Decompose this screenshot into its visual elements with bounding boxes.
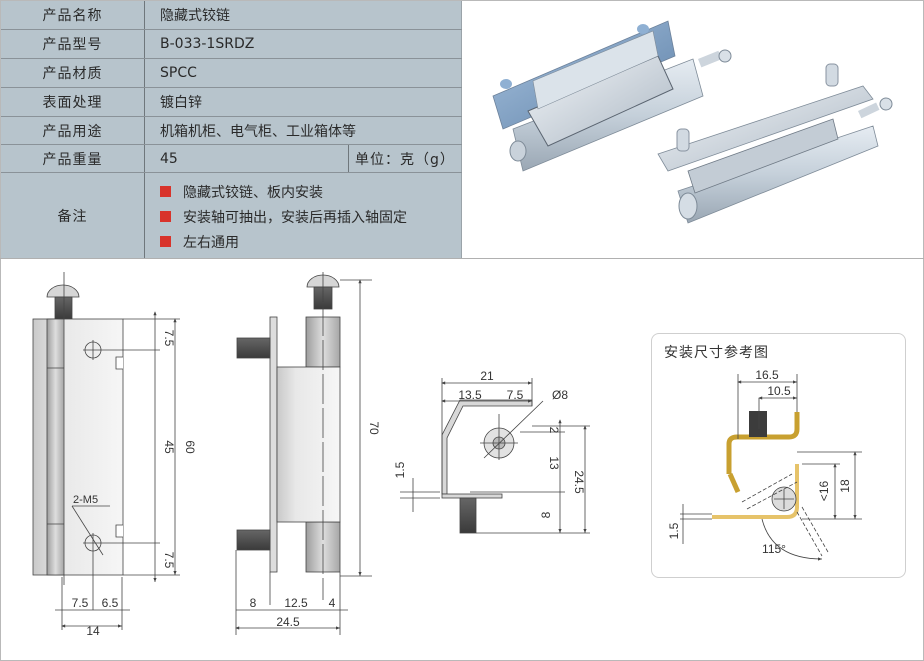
install-reference-diagram: 16.5 10.5 <16 18 1.5 115° <box>667 368 862 561</box>
dim-label: 13.5 <box>458 388 482 402</box>
dim-label: 1.5 <box>393 461 407 478</box>
dim-label: 12.5 <box>284 596 308 610</box>
side-view <box>235 272 372 635</box>
spec-row-usage: 产品用途 机箱机柜、电气柜、工业箱体等 <box>1 117 462 145</box>
spec-label: 产品重量 <box>1 145 145 172</box>
dim-label: 8 <box>539 511 553 518</box>
spec-row-finish: 表面处理 镀白锌 <box>1 88 462 117</box>
dim-label: <16 <box>817 480 831 501</box>
hinge-open <box>657 63 893 224</box>
spec-row-material: 产品材质 SPCC <box>1 59 462 88</box>
note-text: 安装轴可抽出，安装后再插入轴固定 <box>183 209 407 226</box>
spec-value: 机箱机柜、电气柜、工业箱体等 <box>160 123 356 140</box>
bullet-square-icon <box>160 186 171 197</box>
product-photo <box>463 1 923 259</box>
spec-value: 镀白锌 <box>160 95 202 111</box>
dim-label: 21 <box>480 369 494 383</box>
notes-list: 隐藏式铰链、板内安装 安装轴可抽出，安装后再插入轴固定 左右通用 <box>160 179 407 254</box>
dim-label: 1.5 <box>667 522 681 539</box>
spec-label: 表面处理 <box>1 88 145 116</box>
dim-label: 2-M5 <box>73 494 98 506</box>
dim-label: 60 <box>183 440 197 454</box>
dim-label: 6.5 <box>102 596 119 610</box>
spec-row-model: 产品型号 B-033-1SRDZ <box>1 30 462 59</box>
note-text: 隐藏式铰链、板内安装 <box>183 184 323 201</box>
spec-value: 45 <box>160 150 178 167</box>
spec-value: 隐藏式铰链 <box>160 8 230 24</box>
note-text: 左右通用 <box>183 234 239 251</box>
dim-label: 45 <box>162 440 176 454</box>
top-view-labels: 21 13.5 7.5 Ø8 2 13 24.5 1.5 8 <box>393 369 586 518</box>
spec-label: 产品名称 <box>1 1 145 29</box>
dim-label: 14 <box>86 624 100 638</box>
dim-label: 4 <box>329 596 336 610</box>
hinge-photo-illustration <box>492 20 893 224</box>
dim-label: 7.5 <box>162 330 176 347</box>
spec-label: 产品材质 <box>1 59 145 87</box>
dim-label: Ø8 <box>552 388 568 402</box>
spec-row-weight: 产品重量 45 单位：克（g） <box>1 145 462 173</box>
spec-unit: 单位：克（g） <box>348 145 462 172</box>
dim-label: 7.5 <box>162 552 176 569</box>
dim-label: 24.5 <box>572 470 586 494</box>
dim-label: 18 <box>838 479 852 493</box>
drawing-canvas: 7.5 45 7.5 60 2-M5 7.5 6.5 14 <box>32 272 590 638</box>
side-view-labels: 70 8 12.5 4 24.5 <box>250 421 381 629</box>
spec-label: 备注 <box>1 173 145 259</box>
top-view <box>400 378 590 534</box>
dim-label: 7.5 <box>72 596 89 610</box>
technical-drawings: 7.5 45 7.5 60 2-M5 7.5 6.5 14 <box>0 260 924 660</box>
install-reference-title: 安装尺寸参考图 <box>664 345 769 361</box>
note-item: 隐藏式铰链、板内安装 <box>160 179 407 204</box>
dim-label: 115° <box>762 542 786 556</box>
dim-label: 8 <box>250 596 257 610</box>
spec-label: 产品用途 <box>1 117 145 144</box>
spec-table: 产品名称 隐藏式铰链 产品型号 B-033-1SRDZ 产品材质 SPCC 表面… <box>1 1 462 259</box>
spec-row-notes: 备注 隐藏式铰链、板内安装 安装轴可抽出，安装后再插入轴固定 左右通用 <box>1 173 462 259</box>
note-item: 左右通用 <box>160 229 407 254</box>
front-view <box>32 272 180 630</box>
dim-label: 13 <box>547 456 561 470</box>
spec-value: SPCC <box>160 65 197 81</box>
dim-label: 16.5 <box>755 368 779 382</box>
bullet-square-icon <box>160 211 171 222</box>
spec-value: B-033-1SRDZ <box>160 36 255 52</box>
hinge-closed <box>492 20 732 172</box>
front-view-labels: 7.5 45 7.5 60 2-M5 7.5 6.5 14 <box>72 330 197 638</box>
note-item: 安装轴可抽出，安装后再插入轴固定 <box>160 204 407 229</box>
dim-label: 24.5 <box>276 615 300 629</box>
section-divider <box>0 258 924 259</box>
install-reference-panel: 安装尺寸参考图 <box>651 333 906 578</box>
spec-label: 产品型号 <box>1 30 145 58</box>
dim-label: 70 <box>367 421 381 435</box>
dim-label: 7.5 <box>507 388 524 402</box>
bullet-square-icon <box>160 236 171 247</box>
dim-label: 10.5 <box>767 384 791 398</box>
dim-label: 2 <box>547 427 561 434</box>
spec-row-name: 产品名称 隐藏式铰链 <box>1 1 462 30</box>
